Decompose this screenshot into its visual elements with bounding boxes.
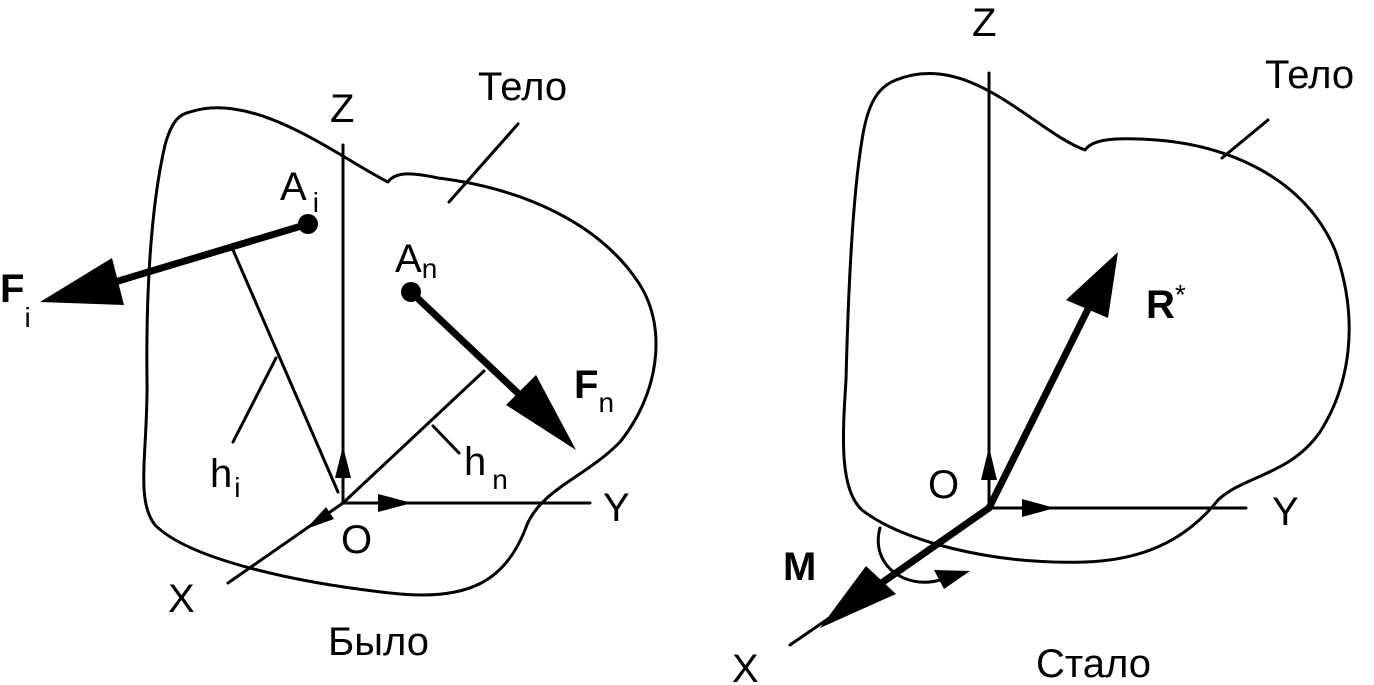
label-resultant: R* [1146, 279, 1186, 327]
label-body-left: Тело [478, 65, 567, 109]
resultant-arrowhead [1066, 252, 1118, 318]
leader-hn [431, 424, 461, 455]
moment-rotation-arrowhead [934, 570, 970, 589]
point-ai [298, 214, 318, 234]
force-fi-line [111, 220, 312, 286]
label-y-left: Y [603, 486, 630, 530]
point-an [401, 282, 421, 302]
moment-rotation-arc [876, 526, 942, 584]
leader-hi [231, 356, 278, 444]
arm-hn [341, 369, 486, 505]
right-diagram: Тело Z Y X O Стало R* M [732, 1, 1354, 685]
label-y-right: Y [1272, 490, 1299, 534]
label-z-right: Z [972, 1, 996, 45]
label-x-left: X [168, 577, 195, 621]
body-outline-right [841, 72, 1351, 564]
z-axis-arrowhead-left [335, 446, 351, 478]
label-fi: Fi [0, 267, 31, 333]
label-fn: Fn [574, 363, 614, 418]
force-fn-arrowhead [506, 375, 576, 450]
force-fn-line [407, 288, 526, 401]
force-fi-arrowhead [40, 258, 124, 305]
label-moment: M [783, 545, 816, 589]
moment-arrowhead [820, 566, 896, 628]
z-axis-arrowhead-right [981, 447, 997, 480]
leader-body-right [1220, 118, 1270, 160]
body-outline-left [142, 106, 658, 597]
label-hi: hi [210, 452, 240, 503]
label-z-left: Z [330, 87, 354, 131]
label-origin-left: O [341, 518, 372, 562]
label-an: An [395, 237, 437, 284]
y-axis-arrowhead-right [1022, 499, 1055, 517]
label-body-right: Тело [1265, 53, 1354, 97]
resultant-line [985, 301, 1094, 512]
label-caption-left: Было [328, 620, 429, 664]
label-caption-right: Стало [1036, 642, 1151, 685]
x-axis-arrowhead-left [306, 507, 334, 529]
label-origin-right: O [928, 463, 959, 507]
moment-line [879, 504, 993, 586]
label-x-right: X [732, 647, 759, 685]
arm-hi [231, 248, 340, 494]
y-axis-arrowhead-left [378, 494, 412, 512]
leader-body-left [447, 122, 520, 204]
